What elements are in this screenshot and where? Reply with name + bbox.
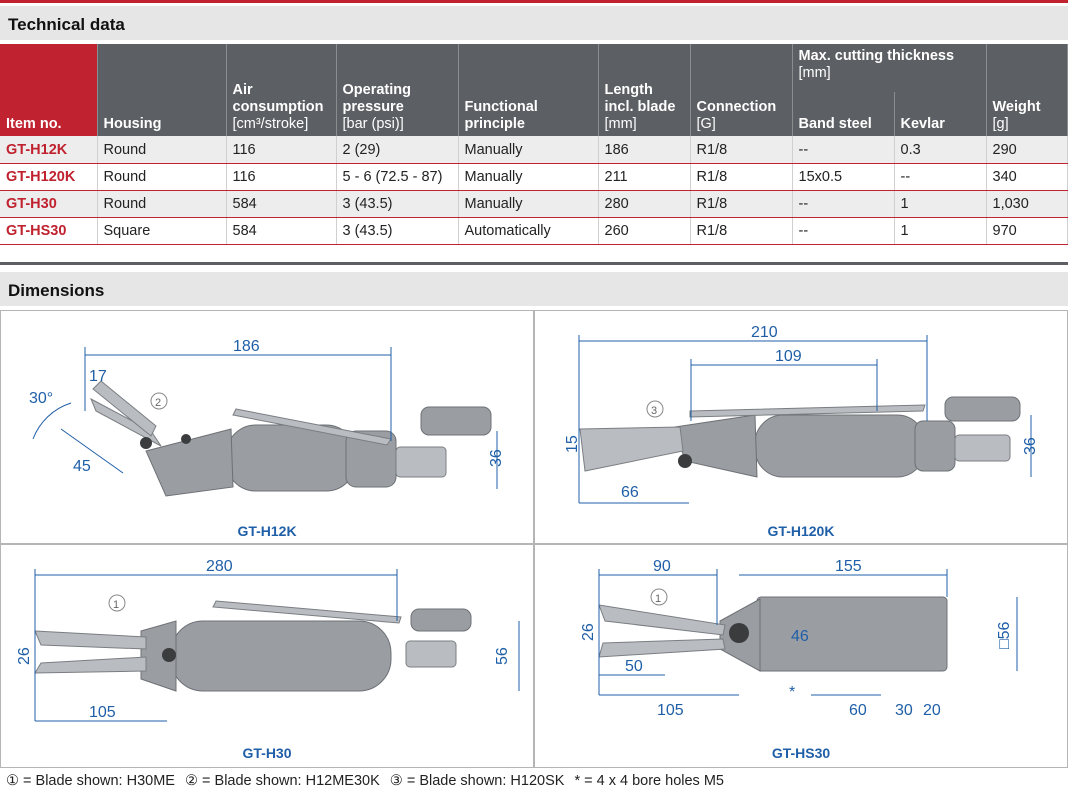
header-weight: Weight [g] <box>986 44 1068 136</box>
dimensions-heading: Dimensions <box>0 272 1068 306</box>
header-connection: Connection [G] <box>690 44 793 136</box>
header-air-consumption: Air consumption [cm³/stroke] <box>226 44 337 136</box>
gt-h30-tool-shape <box>34 600 472 692</box>
drawing-label-gt-hs30: GT-HS30 <box>771 745 831 761</box>
dim-280: 280 <box>206 558 233 575</box>
gt-h120k-tool-shape <box>579 396 1021 478</box>
drawing-label-gt-h12k: GT-H12K <box>237 523 297 539</box>
header-functional-principle: Functional principle <box>458 44 599 136</box>
dim-30: 30 <box>895 702 913 719</box>
gt-h30-dimensions: 280 26 105 56 1 <box>16 558 520 722</box>
dim-36: 36 <box>488 449 505 467</box>
dim-60: 60 <box>849 702 867 719</box>
drawing-gt-h120k: 210 109 15 66 36 3 GT-H120K <box>534 310 1068 544</box>
dim-square-56: □56 <box>996 621 1013 649</box>
dim-109: 109 <box>775 348 802 365</box>
table-row: GT-H30 Round 584 3 (43.5) Manually 280 R… <box>0 190 1068 218</box>
footnote: ① = Blade shown: H30ME ② = Blade shown: … <box>6 773 730 789</box>
header-operating-pressure: Operating pressure [bar (psi)] <box>336 44 459 136</box>
header-band-steel: Band steel <box>792 92 895 136</box>
dim-17: 17 <box>89 368 107 385</box>
dim-105: 105 <box>657 702 684 719</box>
footnote-blade-h120sk: ③ = Blade shown: H120SK <box>389 773 565 789</box>
gt-h30-drawing: 280 26 105 56 1 <box>16 558 520 722</box>
header-item-no: Item no. <box>0 44 98 136</box>
technical-data-table: Item no. Housing Air consumption [cm³/st… <box>0 44 1068 245</box>
technical-data-heading: Technical data <box>0 6 1068 40</box>
dim-15: 15 <box>564 435 581 453</box>
drawing-gt-hs30: 90 155 26 46 50 105 60 30 20 □56 1 * GT-… <box>534 544 1068 768</box>
table-row: GT-H120K Round 116 5 - 6 (72.5 - 87) Man… <box>0 163 1068 191</box>
gt-h12k-dimensions: 186 30° 17 45 36 2 <box>29 338 505 489</box>
footnote-bore-holes: * = 4 x 4 bore holes M5 <box>574 773 724 789</box>
drawing-label-gt-h30: GT-H30 <box>242 745 292 761</box>
header-max-cutting: Max. cutting thickness [mm] <box>792 44 987 92</box>
table-row: GT-HS30 Square 584 3 (43.5) Automaticall… <box>0 217 1068 245</box>
dim-26: 26 <box>16 647 33 665</box>
gt-h120k-dimensions: 210 109 15 66 36 3 <box>564 324 1039 504</box>
dim-66: 66 <box>621 484 639 501</box>
top-accent-bar <box>0 0 1068 6</box>
dim-210: 210 <box>751 324 778 341</box>
gt-h120k-drawing: 210 109 15 66 36 3 <box>564 324 1039 504</box>
header-kevlar: Kevlar <box>894 92 987 136</box>
callout-3: 3 <box>651 405 657 417</box>
table-bottom-rule <box>0 262 1068 265</box>
drawing-label-gt-h120k: GT-H120K <box>767 523 835 539</box>
dim-46: 46 <box>791 628 809 645</box>
dim-186: 186 <box>233 338 260 355</box>
dim-36: 36 <box>1022 437 1039 455</box>
dim-90: 90 <box>653 558 671 575</box>
header-housing: Housing <box>97 44 227 136</box>
dim-26: 26 <box>580 623 597 641</box>
footnote-blade-h12me30k: ② = Blade shown: H12ME30K <box>185 773 380 789</box>
dim-20: 20 <box>923 702 941 719</box>
gt-hs30-tool-shape <box>598 596 948 672</box>
dim-105: 105 <box>89 704 116 721</box>
footnote-blade-h30me: ① = Blade shown: H30ME <box>6 773 175 789</box>
header-length: Length incl. blade [mm] <box>598 44 691 136</box>
gt-hs30-drawing: 90 155 26 46 50 105 60 30 20 □56 1 * <box>580 558 1018 719</box>
drawing-gt-h12k: 186 30° 17 45 36 2 GT-H12K <box>0 310 534 544</box>
gt-h12k-drawing: 186 30° 17 45 36 2 <box>29 338 505 497</box>
callout-1: 1 <box>655 593 661 605</box>
callout-2: 2 <box>155 397 161 409</box>
dim-45: 45 <box>73 458 91 475</box>
dim-155: 155 <box>835 558 862 575</box>
dim-56: 56 <box>494 647 511 665</box>
dim-30-deg: 30° <box>29 390 53 407</box>
callout-asterisk: * <box>789 684 795 701</box>
dim-50: 50 <box>625 658 643 675</box>
gt-hs30-dimensions: 90 155 26 46 50 105 60 30 20 □56 1 * <box>580 558 1018 719</box>
callout-1: 1 <box>113 599 119 611</box>
drawing-gt-h30: 280 26 105 56 1 GT-H30 <box>0 544 534 768</box>
gt-h12k-tool-shape <box>90 380 492 497</box>
table-row: GT-H12K Round 116 2 (29) Manually 186 R1… <box>0 136 1068 164</box>
